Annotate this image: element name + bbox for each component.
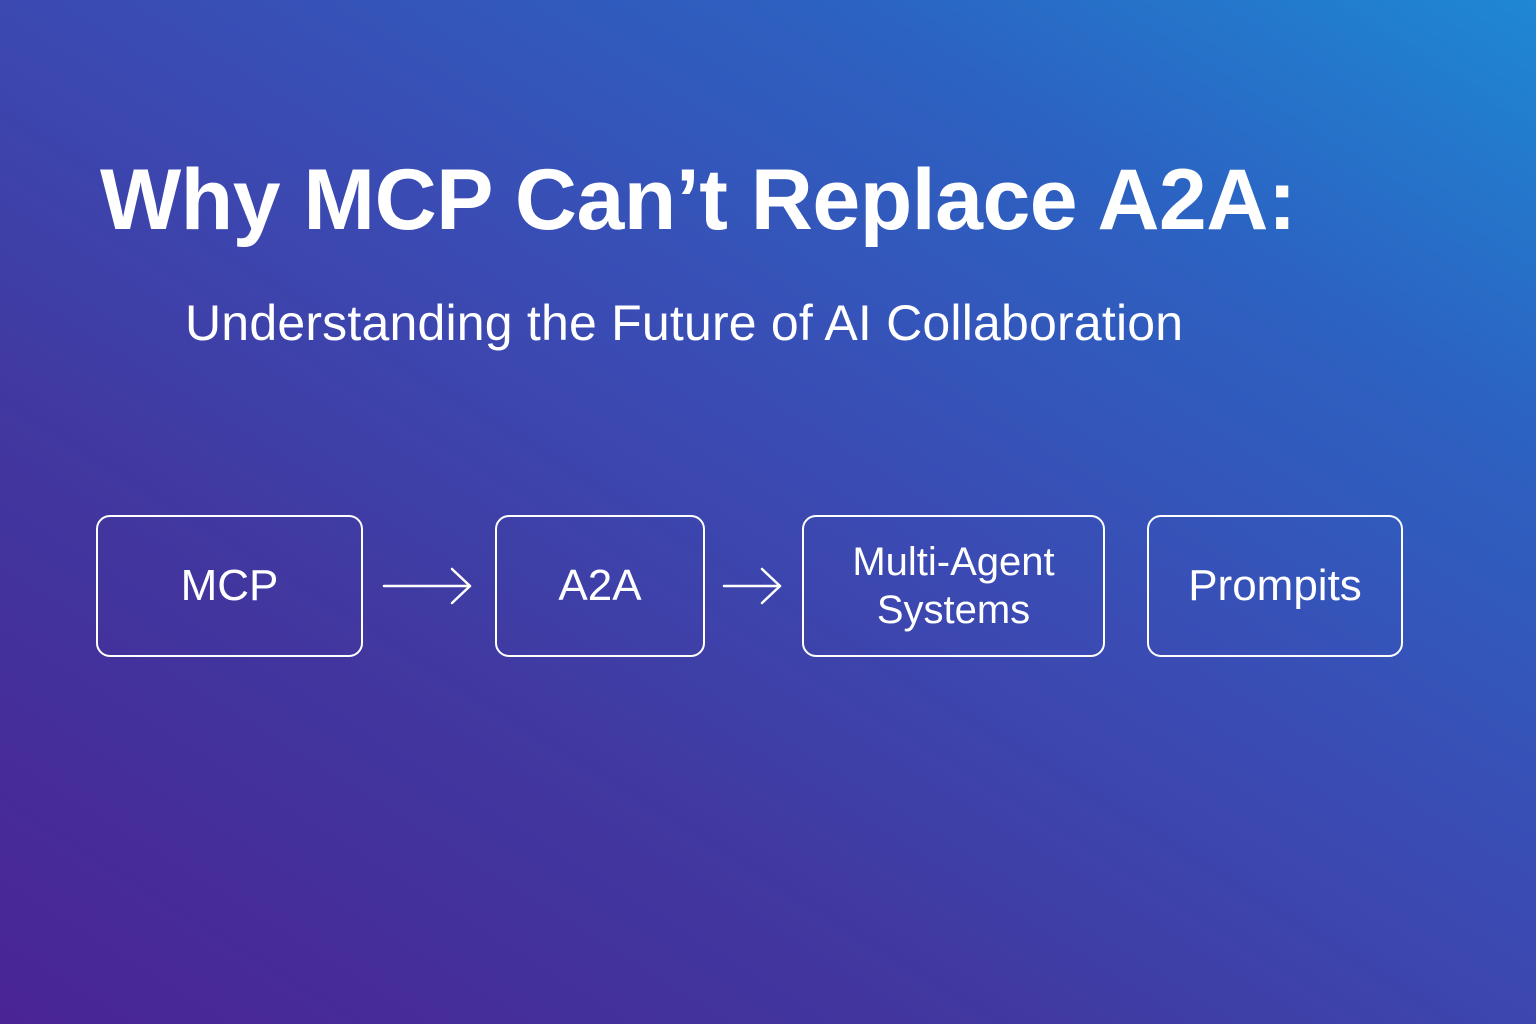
node-a2a: A2A	[495, 515, 705, 657]
node-multi-agent-label-line1: Multi-Agent	[852, 540, 1055, 584]
page-subtitle: Understanding the Future of AI Collabora…	[185, 295, 1184, 351]
node-prompits-label: Prompits	[1188, 561, 1362, 610]
node-prompits: Prompits	[1147, 515, 1403, 657]
page-title: Why MCP Can’t Replace A2A:	[100, 152, 1297, 248]
arrow-right-icon	[722, 566, 784, 606]
node-multi-agent-label-line2: Systems	[876, 588, 1031, 632]
node-multi-agent-systems: Multi-Agent Systems	[802, 515, 1105, 657]
node-mcp: MCP	[96, 515, 363, 657]
node-a2a-label: A2A	[558, 561, 642, 610]
node-mcp-label: MCP	[180, 561, 279, 610]
arrow-right-icon	[382, 566, 474, 606]
